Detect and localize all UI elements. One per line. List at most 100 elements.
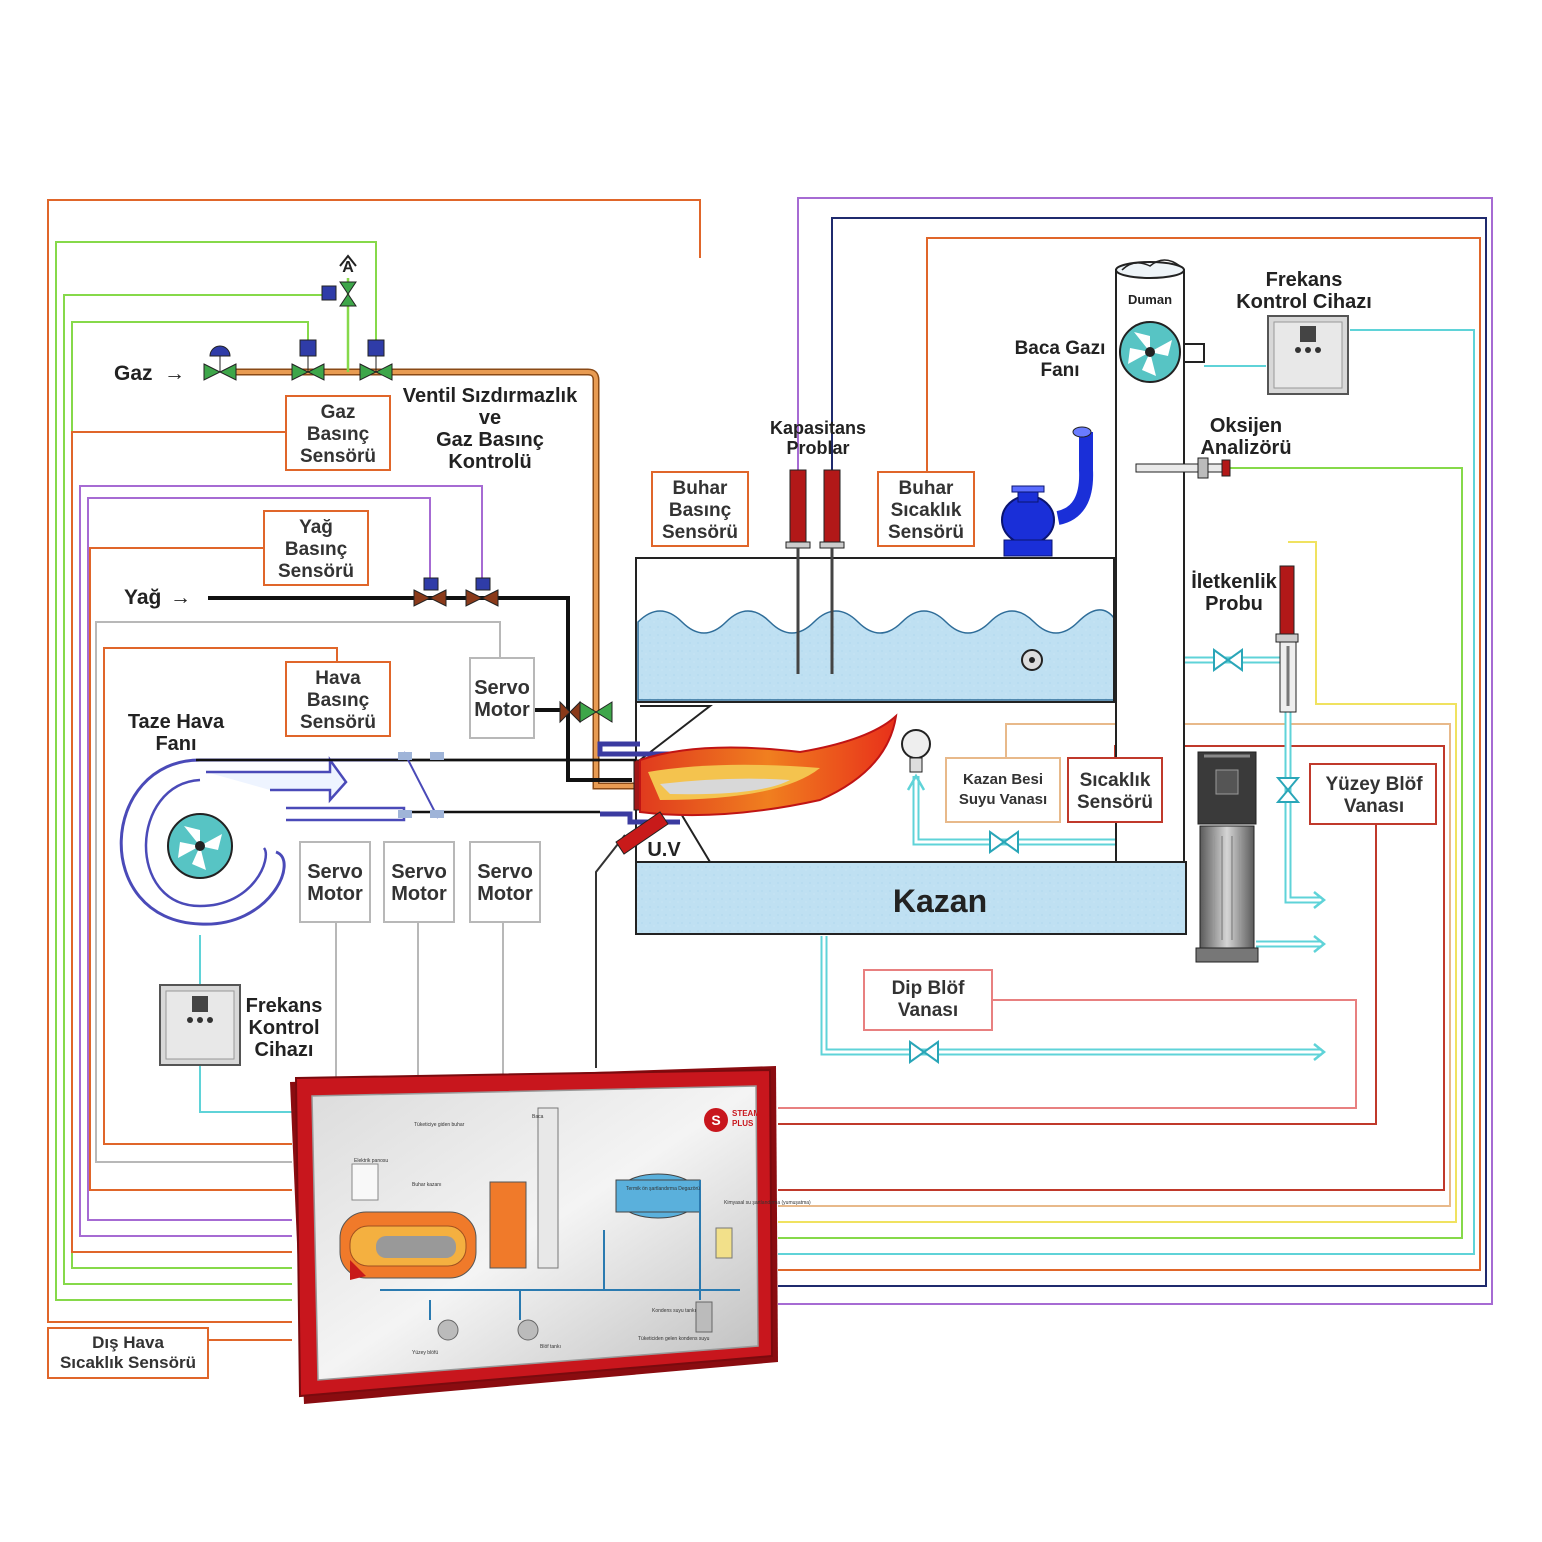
kazan-label: Kazan xyxy=(893,883,987,919)
svg-text:Kontrol: Kontrol xyxy=(248,1017,319,1039)
right-signal-wires xyxy=(778,197,1493,1305)
tds-valve xyxy=(1213,648,1243,672)
svg-text:Basınç: Basınç xyxy=(307,690,370,711)
svg-text:Sıcaklık: Sıcaklık xyxy=(891,500,962,521)
flue-fan-icon xyxy=(1119,321,1205,383)
oil-valves xyxy=(413,577,581,724)
gas-valve-3 xyxy=(359,339,393,381)
svg-text:Frekans: Frekans xyxy=(246,995,323,1017)
duman-label: Duman xyxy=(1128,292,1172,307)
svg-text:Basınç: Basınç xyxy=(285,539,348,560)
svg-text:Kazan Besi: Kazan Besi xyxy=(963,771,1043,788)
svg-text:Basınç: Basınç xyxy=(307,424,370,445)
svg-text:ve: ve xyxy=(479,407,501,429)
svg-text:Frekans: Frekans xyxy=(1266,269,1343,291)
svg-text:Fanı: Fanı xyxy=(1040,360,1079,381)
svg-text:Kontrolü: Kontrolü xyxy=(448,451,531,473)
svg-text:Buhar kazanı: Buhar kazanı xyxy=(412,1182,441,1188)
svg-text:Sensörü: Sensörü xyxy=(888,522,964,543)
sensor-boxes xyxy=(47,395,1437,1379)
feed-pump xyxy=(1001,426,1094,557)
vent-valve xyxy=(321,281,357,307)
svg-text:Oksijen: Oksijen xyxy=(1210,415,1282,437)
a-mark: A xyxy=(342,259,354,276)
svg-text:Yüzey Blöf: Yüzey Blöf xyxy=(1325,774,1423,795)
svg-text:Suyu Vanası: Suyu Vanası xyxy=(959,791,1047,808)
svg-text:Kondens suyu tankı: Kondens suyu tankı xyxy=(652,1308,696,1314)
svg-text:Servo: Servo xyxy=(307,861,363,883)
gaz-label: Gaz xyxy=(114,362,153,385)
oxygen-probe xyxy=(1135,457,1231,479)
gas-line xyxy=(228,254,638,790)
svg-text:Baca Gazı: Baca Gazı xyxy=(1015,338,1106,359)
sight-glass xyxy=(901,729,931,773)
svg-text:Kontrol Cihazı: Kontrol Cihazı xyxy=(1236,291,1372,313)
svg-text:Analizörü: Analizörü xyxy=(1200,437,1291,459)
servo-boxes xyxy=(299,657,541,923)
vfd-right xyxy=(1267,315,1349,395)
svg-text:Sensörü: Sensörü xyxy=(300,446,376,467)
svg-text:Yüzey blöfü: Yüzey blöfü xyxy=(412,1350,438,1356)
burner xyxy=(597,713,898,855)
svg-text:Motor: Motor xyxy=(307,883,363,905)
boiler-vessel xyxy=(635,557,1187,935)
svg-text:→: → xyxy=(164,362,185,385)
water-valves xyxy=(909,648,1301,1064)
surface-blowdown-valve xyxy=(1275,777,1301,803)
surface-blowdown-port xyxy=(1021,649,1043,671)
svg-text:→: → xyxy=(170,586,191,609)
svg-text:Motor: Motor xyxy=(477,883,533,905)
svg-text:Sensörü: Sensörü xyxy=(300,712,376,733)
svg-text:Dip Blöf: Dip Blöf xyxy=(892,978,965,999)
feed-water-valve xyxy=(989,830,1019,854)
svg-text:Motor: Motor xyxy=(391,883,447,905)
svg-text:Problar: Problar xyxy=(786,438,849,458)
capacitance-probes xyxy=(785,469,845,674)
svg-text:Sensörü: Sensörü xyxy=(1077,792,1153,813)
svg-text:Gaz Basınç: Gaz Basınç xyxy=(436,429,544,451)
svg-text:Fanı: Fanı xyxy=(155,733,196,755)
oil-valve-2 xyxy=(465,577,499,607)
control-panel: S STEAM PLUS Tüketiciye giden buhar Elek… xyxy=(290,1066,811,1404)
svg-text:Taze Hava: Taze Hava xyxy=(128,711,225,733)
svg-text:Servo: Servo xyxy=(477,861,533,883)
oil-valve-1 xyxy=(413,577,447,607)
svg-text:S: S xyxy=(711,1112,720,1128)
oil-line xyxy=(208,596,632,782)
air-fan-icon xyxy=(167,813,233,879)
svg-text:Hava: Hava xyxy=(315,668,361,689)
svg-text:Buhar: Buhar xyxy=(899,478,955,499)
svg-text:Termik ön şartlandırma Degazör: Termik ön şartlandırma Degazörü xyxy=(626,1186,700,1192)
svg-text:Sensörü: Sensörü xyxy=(662,522,738,543)
svg-text:Motor: Motor xyxy=(474,699,530,721)
svg-text:Vanası: Vanası xyxy=(898,1000,958,1021)
svg-text:Buhar: Buhar xyxy=(673,478,729,499)
svg-text:Servo: Servo xyxy=(474,677,530,699)
text-labels: Gaz → Yağ → A Gaz Basınç Sensörü Yağ Bas… xyxy=(60,259,1423,1372)
svg-text:Basınç: Basınç xyxy=(669,500,732,521)
gas-valve-1 xyxy=(203,345,237,381)
vfd-left xyxy=(159,984,241,1066)
gas-valves xyxy=(203,281,613,723)
steam-plus-logo: S STEAM PLUS xyxy=(704,1108,760,1132)
svg-text:Sıcaklık: Sıcaklık xyxy=(1080,770,1151,791)
svg-text:Kimyasal su şartlandırma (yumu: Kimyasal su şartlandırma (yumuşatma) xyxy=(724,1200,811,1206)
svg-text:Tüketiciden gelen kondens suyu: Tüketiciden gelen kondens suyu xyxy=(638,1336,710,1342)
svg-text:İletkenlik: İletkenlik xyxy=(1191,570,1277,593)
air-fan xyxy=(119,751,636,926)
svg-text:Cihazı: Cihazı xyxy=(255,1039,314,1061)
left-signal-wires xyxy=(47,199,701,1341)
svg-text:Baca: Baca xyxy=(532,1114,544,1120)
svg-text:Sensörü: Sensörü xyxy=(278,561,354,582)
logo-top: STEAM xyxy=(732,1109,760,1118)
svg-text:Gaz: Gaz xyxy=(321,402,356,423)
svg-text:Servo: Servo xyxy=(391,861,447,883)
svg-text:Ventil Sızdırmazlık: Ventil Sızdırmazlık xyxy=(403,385,578,407)
svg-text:Sıcaklık Sensörü: Sıcaklık Sensörü xyxy=(60,1353,196,1372)
vertical-pump xyxy=(1195,751,1259,963)
svg-text:Dış Hava: Dış Hava xyxy=(92,1333,164,1352)
yag-label: Yağ xyxy=(124,586,161,609)
svg-text:Blöf tankı: Blöf tankı xyxy=(540,1344,561,1350)
logo-bottom: PLUS xyxy=(732,1119,754,1128)
